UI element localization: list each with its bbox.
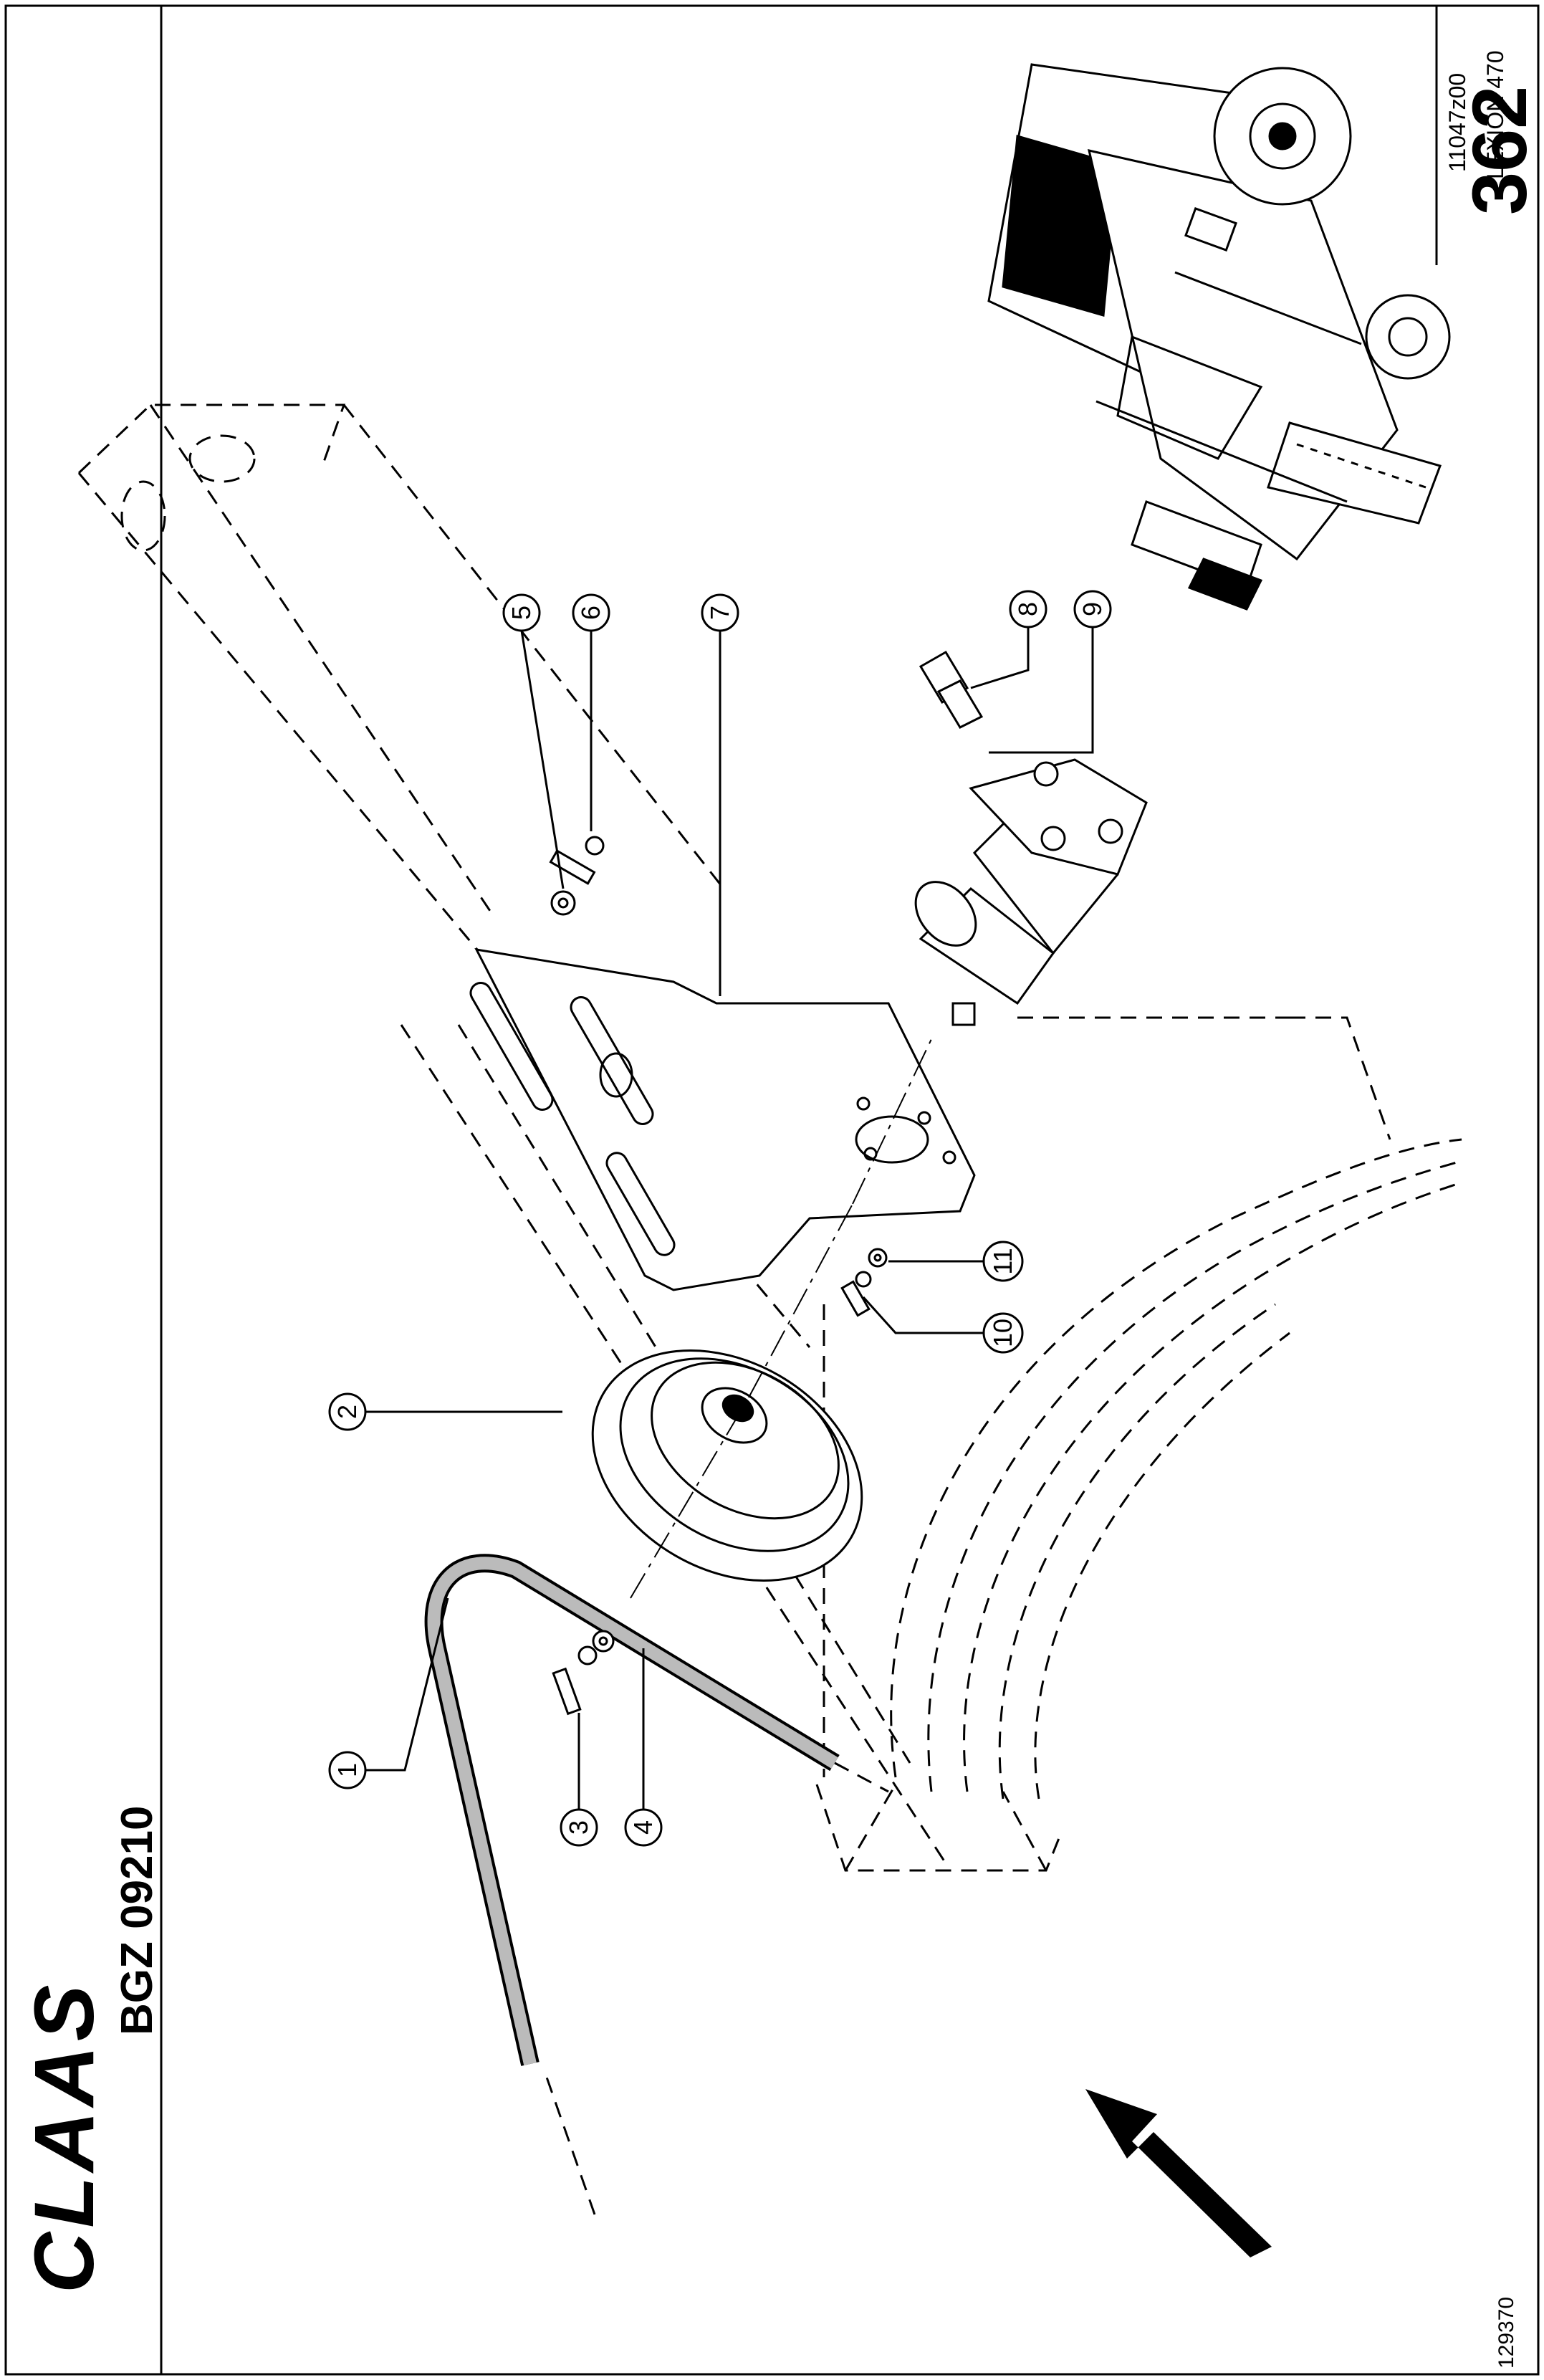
mounting-bracket (469, 948, 976, 1291)
hardware (549, 836, 888, 1716)
idler-pulley (591, 1349, 863, 1582)
washer-item-4 (592, 1630, 615, 1653)
v-belt (424, 1554, 889, 2215)
figure-ref: 11047z00 (1444, 73, 1470, 172)
bolt-item-6 (549, 836, 605, 885)
svg-text:10: 10 (988, 1319, 1017, 1347)
drawing-number: 129370 (1495, 2297, 1518, 2369)
callout-6: 6 (572, 593, 610, 632)
callout-5: 5 (502, 593, 541, 632)
callout-4: 4 (624, 1808, 663, 1847)
callout-leaders (365, 627, 1094, 1810)
page-frame (4, 4, 1540, 2376)
svg-text:5: 5 (507, 606, 536, 620)
callouts: 1 2 3 4 5 6 7 8 9 10 11 (328, 590, 1112, 1847)
callout-11: 11 (982, 1241, 1024, 1282)
callout-3: 3 (560, 1808, 598, 1847)
svg-text:8: 8 (1013, 602, 1042, 616)
svg-text:11: 11 (988, 1248, 1017, 1274)
svg-text:6: 6 (576, 606, 605, 620)
svg-text:4: 4 (628, 1820, 658, 1835)
svg-text:3: 3 (564, 1820, 593, 1835)
bolt-item-10 (840, 1271, 872, 1317)
svg-text:9: 9 (1078, 602, 1107, 616)
svg-text:1: 1 (332, 1763, 362, 1777)
bolt-item-3 (552, 1645, 598, 1716)
callout-2: 2 (328, 1392, 367, 1431)
combine-harvester-illustration (987, 63, 1451, 611)
svg-text:2: 2 (332, 1405, 362, 1419)
washer-item-5 (550, 890, 576, 916)
grease-nipple (919, 650, 984, 729)
center-lines (630, 1038, 932, 1599)
callout-10: 10 (982, 1312, 1024, 1354)
machine-model: LEXION 470 (1482, 50, 1508, 179)
page-number: 362 (1456, 86, 1543, 215)
bearing-unit (914, 758, 1148, 1026)
callout-7: 7 (701, 593, 739, 632)
callout-1: 1 (328, 1751, 367, 1789)
group-code: BGZ 09210 (112, 1805, 162, 2035)
washer-item-11 (868, 1248, 888, 1268)
callout-9: 9 (1073, 590, 1112, 629)
housing-arcs (823, 1016, 1462, 1800)
direction-arrow-icon (1085, 2089, 1272, 2257)
title-strip: CLAAS BGZ 09210 129370 (17, 1805, 1518, 2369)
brand-logo: CLAAS (17, 1981, 112, 2293)
svg-text:7: 7 (705, 606, 734, 620)
callout-8: 8 (1009, 590, 1047, 629)
